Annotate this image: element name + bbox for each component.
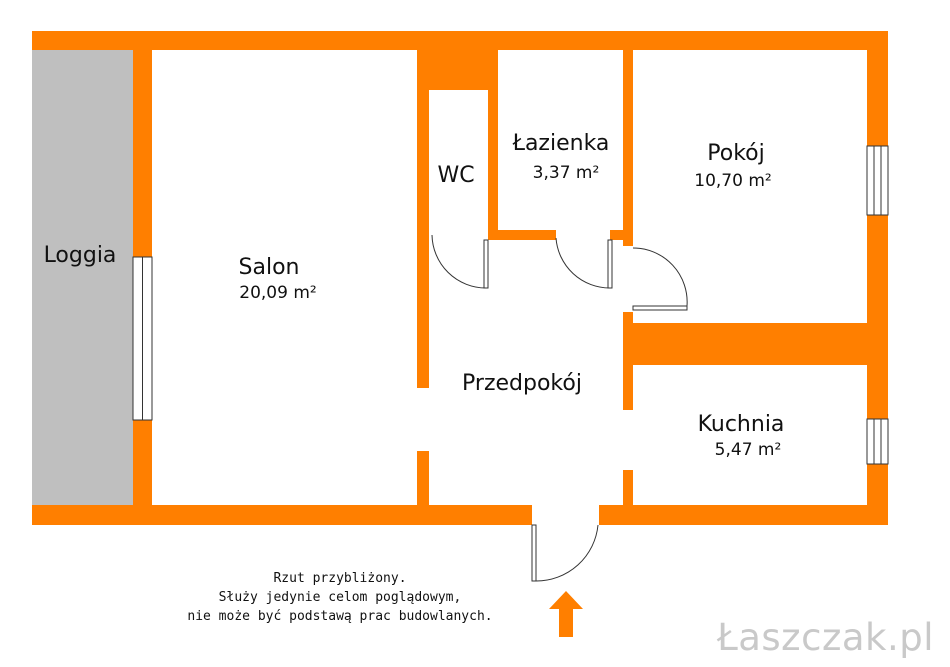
wall-lazienka-bottom xyxy=(488,230,556,240)
disclaimer-line-2: Służy jedynie celom poglądowym, xyxy=(218,590,462,605)
door-entrance xyxy=(531,524,599,582)
wall-wc-lazienka xyxy=(488,50,498,240)
room-area-lazienka: 3,37 m² xyxy=(533,163,600,183)
room-name-przedpokoj: Przedpokój xyxy=(462,371,582,396)
room-name-salon: Salon xyxy=(239,255,300,280)
room-name-kuchnia: Kuchnia xyxy=(698,412,785,437)
room-name-lazienka: Łazienka xyxy=(512,131,610,156)
wall-lazienka-bottom-right xyxy=(610,230,633,240)
wall-block-top xyxy=(429,50,498,90)
room-name-wc: WC xyxy=(437,163,474,188)
doors xyxy=(431,234,688,582)
wall-outer-top xyxy=(32,31,888,50)
wall-pokoj-kuchnia xyxy=(623,323,888,365)
loggia-floor xyxy=(32,50,133,505)
windows xyxy=(132,145,889,465)
room-area-kuchnia: 5,47 m² xyxy=(715,440,782,460)
wall-hall-kuchnia-lower xyxy=(623,470,633,525)
wall-outer-bottom-left xyxy=(32,505,532,525)
door-wc xyxy=(431,234,489,289)
door-lazienka xyxy=(555,237,613,289)
room-name-loggia: Loggia xyxy=(44,243,117,268)
door-pokoj xyxy=(632,247,688,311)
wall-salon-hall-lower xyxy=(417,451,429,525)
room-name-pokoj: Pokój xyxy=(707,141,764,166)
room-area-pokoj: 10,70 m² xyxy=(694,171,771,191)
disclaimer-line-3: nie może być podstawą prac budowlanych. xyxy=(187,609,493,624)
disclaimer-line-1: Rzut przybliżony. xyxy=(273,571,407,586)
wall-lazienka-pokoj xyxy=(623,50,633,246)
window-kuchnia xyxy=(866,418,889,465)
disclaimer-note: Rzut przybliżony. Służy jedynie celom po… xyxy=(150,569,530,626)
up-arrow-icon xyxy=(549,591,583,637)
window-loggia xyxy=(132,256,153,421)
window-pokoj xyxy=(866,145,889,216)
wall-salon-hall-upper xyxy=(417,50,429,388)
wall-outer-bottom-right xyxy=(599,505,888,525)
room-area-salon: 20,09 m² xyxy=(239,283,316,303)
brand-logo-text: Łaszczak.pl xyxy=(716,616,934,659)
